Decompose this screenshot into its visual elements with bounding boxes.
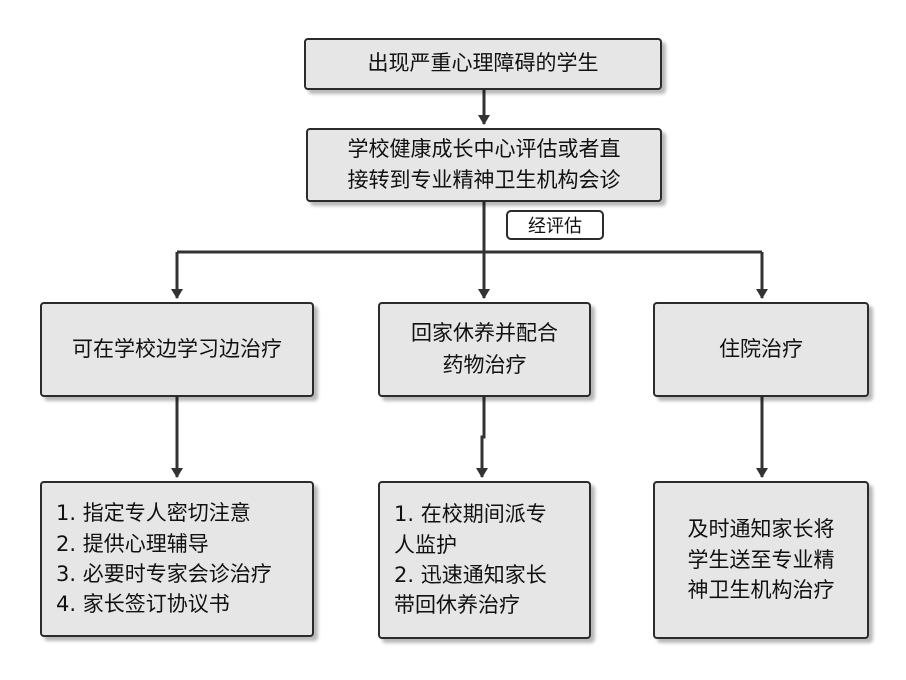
action-2-3: 2. 迅速通知家长 — [394, 563, 547, 587]
option-3-line-1: 住院治疗 — [719, 336, 803, 361]
assessment-line-2: 接转到专业精神卫生机构会诊 — [347, 168, 621, 192]
option-node-study-and-treat: 可在学校边学习边治疗 — [40, 302, 314, 397]
option-1-line-1: 可在学校边学习边治疗 — [72, 336, 282, 361]
action-1-1: 1. 指定专人密切注意 — [56, 501, 251, 526]
actions-node-rest-at-home: 1. 在校期间派专 人监护 2. 迅速通知家长 带回休养治疗 — [378, 481, 591, 639]
actions-node-hospitalization: 及时通知家长将 学生送至专业精 神卫生机构治疗 — [653, 481, 869, 639]
action-1-3: 3. 必要时专家会诊治疗 — [56, 562, 272, 586]
option-1-text: 可在学校边学习边治疗 — [72, 334, 282, 366]
assessment-node: 学校健康成长中心评估或者直 接转到专业精神卫生机构会诊 — [306, 128, 662, 202]
option-node-rest-at-home: 回家休养并配合 药物治疗 — [378, 302, 591, 397]
assessment-node-text: 学校健康成长中心评估或者直 接转到专业精神卫生机构会诊 — [348, 134, 621, 197]
option-2-line-1: 回家休养并配合 — [411, 321, 558, 345]
action-1-2: 2. 提供心理辅导 — [56, 531, 209, 556]
root-node-label: 出现严重心理障碍的学生 — [367, 51, 599, 76]
option-2-text: 回家休养并配合 药物治疗 — [411, 318, 558, 381]
action-3-3: 神卫生机构治疗 — [687, 578, 835, 603]
assessment-line-1: 学校健康成长中心评估或者直 — [347, 136, 621, 161]
actions-node-study-and-treat: 1. 指定专人密切注意 2. 提供心理辅导 3. 必要时专家会诊治疗 4. 家长… — [40, 481, 314, 637]
action-3-2: 学生送至专业精 — [687, 547, 835, 572]
option-3-text: 住院治疗 — [719, 334, 803, 366]
action-2-2: 人监护 — [394, 532, 457, 557]
actions-list-2: 1. 在校期间派专 人监护 2. 迅速通知家长 带回休养治疗 — [394, 499, 547, 621]
option-node-hospitalization: 住院治疗 — [653, 302, 869, 397]
root-node-students: 出现严重心理障碍的学生 — [304, 38, 662, 90]
actions-list-3: 及时通知家长将 学生送至专业精 神卫生机构治疗 — [688, 514, 835, 605]
action-3-1: 及时通知家长将 — [687, 517, 835, 542]
action-1-4: 4. 家长签订协议书 — [56, 592, 230, 617]
option-2-line-2: 药物治疗 — [442, 352, 527, 377]
actions-list-1: 1. 指定专人密切注意 2. 提供心理辅导 3. 必要时专家会诊治疗 4. 家长… — [56, 498, 272, 620]
edge-label-after-assessment: 经评估 — [506, 210, 604, 240]
action-2-4: 带回休养治疗 — [394, 593, 520, 618]
edge-label-text: 经评估 — [528, 216, 582, 237]
action-2-1: 1. 在校期间派专 — [394, 502, 547, 527]
arrow-option-2-to-actions — [476, 397, 488, 478]
